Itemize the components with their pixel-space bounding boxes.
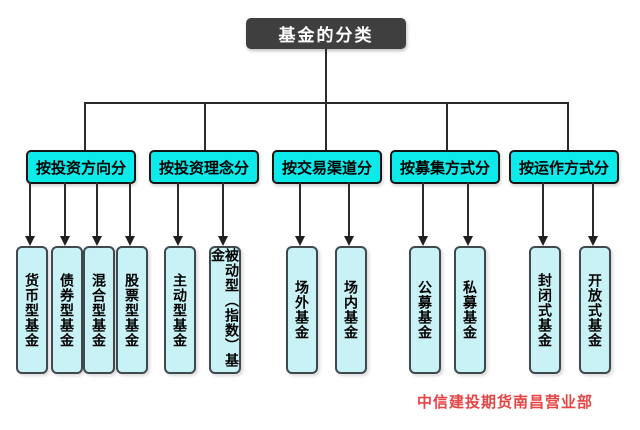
leaf-node-bond-fund: 债券型基金 — [51, 246, 83, 374]
leaf-node-private-fund: 私募基金 — [454, 246, 486, 374]
down-arrow-icon — [588, 182, 598, 246]
leaf-node-public-fund: 公募基金 — [409, 246, 441, 374]
leaf-node-exchange-fund: 场内基金 — [335, 246, 367, 374]
leaf-label: 公募基金 — [417, 280, 433, 340]
leaf-node-money-fund: 货币型基金 — [16, 246, 48, 374]
leaf-label: 债券型基金 — [59, 272, 75, 348]
category-node-trading-channel: 按交易渠道分 — [272, 150, 382, 184]
leaf-label: 货币型基金 — [24, 272, 40, 348]
down-arrow-icon — [344, 182, 354, 246]
leaf-label: 开放式基金 — [587, 272, 603, 348]
down-arrow-icon — [173, 182, 183, 246]
leaf-label: 场外基金 — [294, 280, 310, 340]
leaf-node-hybrid-fund: 混合型基金 — [83, 246, 115, 374]
category-node-investment-direction: 按投资方向分 — [26, 150, 136, 184]
leaf-label: 场内基金 — [343, 280, 359, 340]
leaf-label: 混合型基金 — [91, 272, 107, 348]
branding-text: 中信建投期货南昌营业部 — [417, 394, 594, 411]
leaf-node-stock-fund: 股票型基金 — [116, 246, 148, 374]
down-arrow-icon — [463, 182, 473, 246]
category-node-operation-method: 按运作方式分 — [509, 150, 619, 184]
leaf-node-open-end-fund: 开放式基金 — [579, 246, 611, 374]
down-arrow-icon — [295, 182, 305, 246]
category-node-investment-philosophy: 按投资理念分 — [149, 150, 259, 184]
connector-drop-line — [325, 102, 327, 150]
leaf-node-closed-end-fund: 封闭式基金 — [529, 246, 561, 374]
leaf-label: 主动型基金 — [172, 272, 188, 348]
leaf-node-passive-index-fund: 被动型（指数）基金 — [209, 246, 241, 374]
down-arrow-icon — [538, 182, 548, 246]
down-arrow-icon — [218, 182, 228, 246]
connector-drop-line — [446, 102, 448, 150]
leaf-node-otc-fund: 场外基金 — [286, 246, 318, 374]
down-arrow-icon — [418, 182, 428, 246]
down-arrow-icon — [92, 182, 102, 246]
connector-drop-line — [204, 102, 206, 150]
leaf-label: 股票型基金 — [124, 272, 140, 348]
down-arrow-icon — [125, 182, 135, 246]
leaf-label: 封闭式基金 — [537, 272, 553, 348]
category-node-fundraising-method: 按募集方式分 — [390, 150, 500, 184]
root-node-fund-classification: 基金的分类 — [246, 18, 406, 49]
connector-drop-line — [84, 102, 86, 150]
leaf-label: 私募基金 — [462, 280, 478, 340]
connector-trunk-line — [325, 49, 327, 103]
down-arrow-icon — [60, 182, 70, 246]
leaf-node-active-fund: 主动型基金 — [164, 246, 196, 374]
connector-drop-line — [567, 102, 569, 150]
leaf-label: 被动型（指数）基金 — [210, 248, 240, 368]
down-arrow-icon — [25, 182, 35, 246]
